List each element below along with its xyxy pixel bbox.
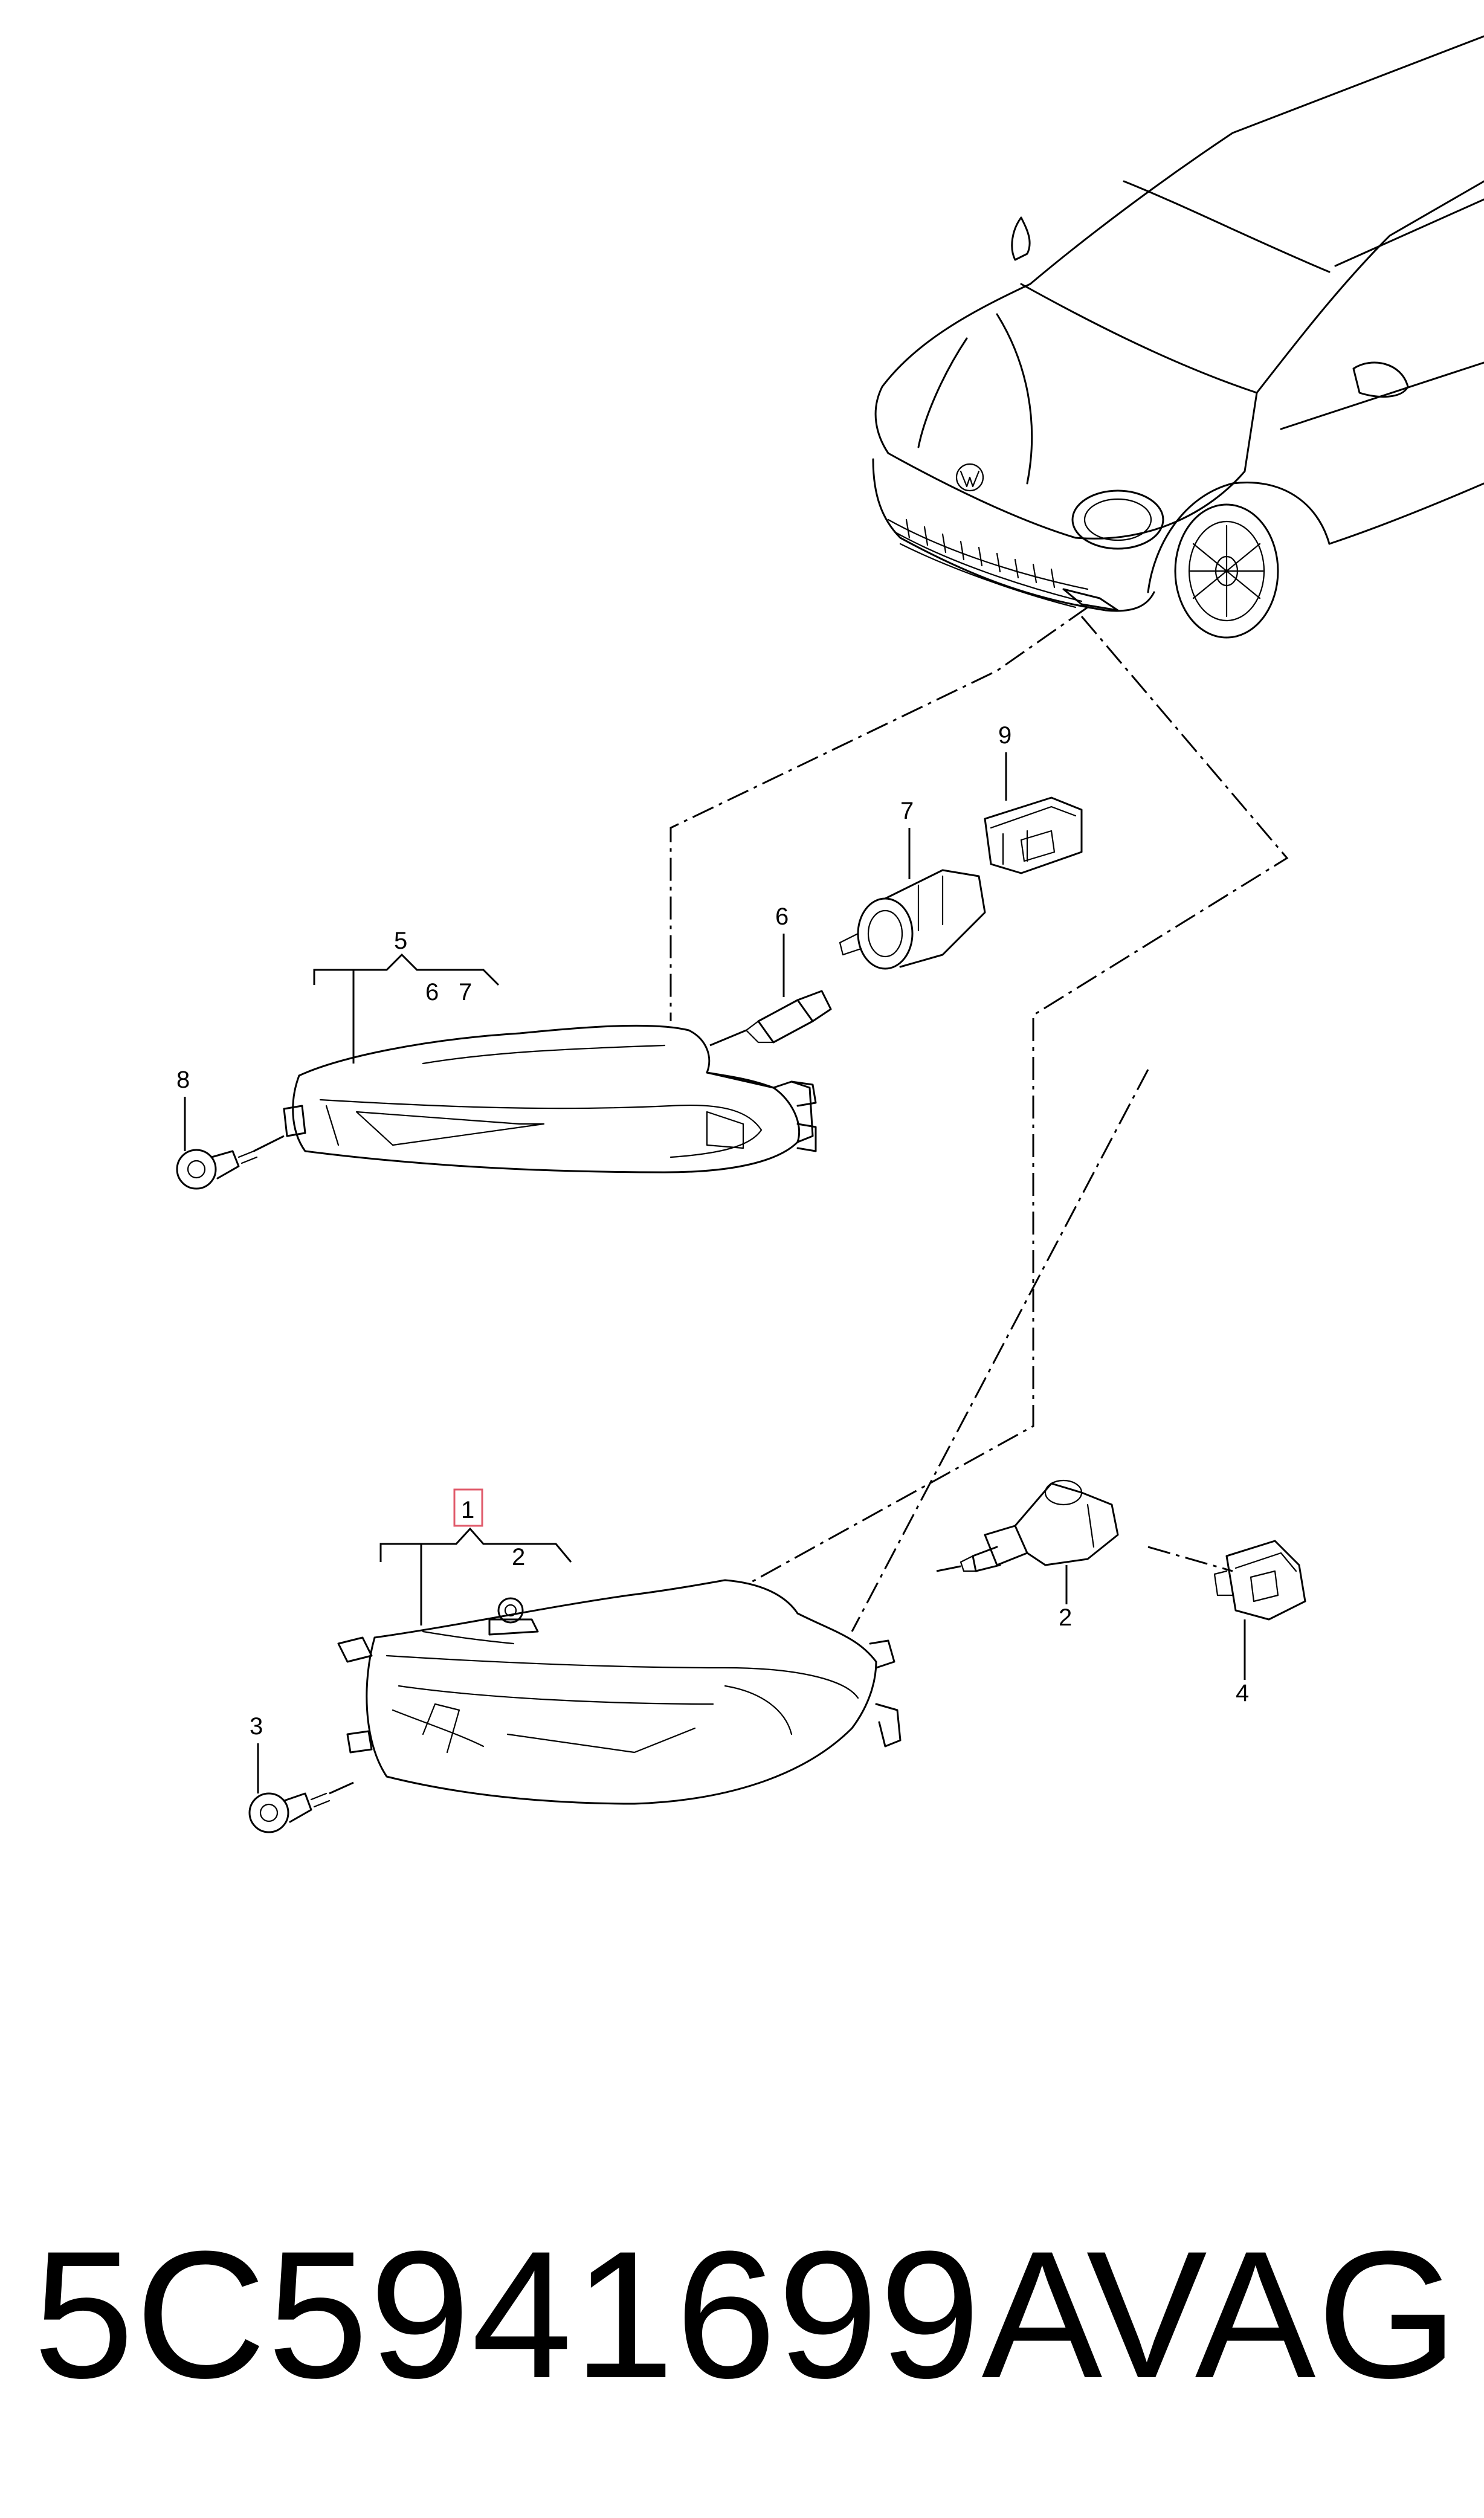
connector-part-9 [984,796,1083,874]
callout-9: 9 [998,722,1011,749]
callout-5-item-6: 6 [425,979,439,1006]
callout-1-highlight [453,1488,483,1527]
callout-2: 2 [1059,1604,1072,1631]
callout-8: 8 [176,1067,190,1093]
callout-4: 4 [1236,1680,1249,1706]
bulb-socket-part-7 [839,869,986,970]
part-number: 5C5941699A [33,2213,1104,2416]
callout-7: 7 [900,798,914,824]
callout-5: 5 [394,928,407,954]
location-leader-lines [669,606,1289,1632]
screw-part-3 [248,1781,354,1833]
screw-part-8 [176,1135,285,1190]
bulb-part-6 [709,990,832,1047]
callout-6: 6 [775,903,789,930]
brand-name: VAG [1086,2213,1459,2416]
part-number-footer: 5C5941699A VAG [33,2224,1459,2405]
bulb-part-2 [936,1479,1119,1572]
callout-1-item-2: 2 [512,1544,525,1571]
callout-1: 1 [461,1497,474,1523]
turn-signal-lamp-housing [283,1024,817,1173]
fog-lamp-housing [337,1579,902,1805]
callout-5-item-7: 7 [459,979,472,1006]
callout-3: 3 [250,1713,263,1740]
connector-part-4 [1213,1540,1306,1621]
exploded-parts-diagram: 9 7 6 5 6 7 8 1 2 2 3 4 [176,35,1484,1833]
car-front-illustration [872,35,1484,639]
